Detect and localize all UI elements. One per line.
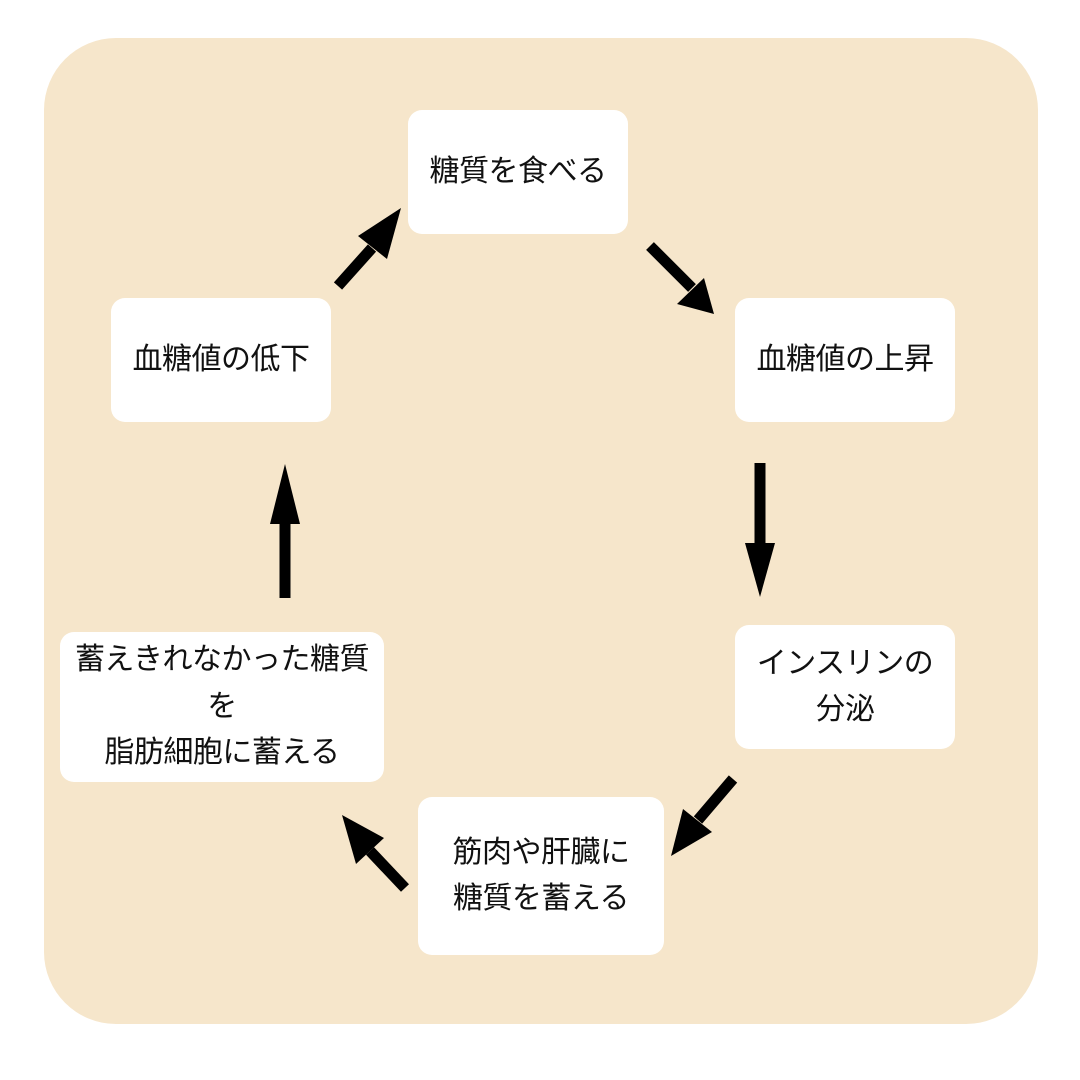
step-insulin-secretion: インスリンの分泌 (735, 625, 955, 749)
step-blood-sugar-drop-text: 血糖値の低下 (132, 341, 311, 377)
step-store-fat-cells-line-1: 蓄えきれなかった糖質を (74, 642, 370, 724)
step-insulin-secretion-text: インスリンの分泌 (756, 645, 934, 728)
step-store-fat-cells-line-2: 脂肪細胞に蓄える (104, 735, 340, 771)
step-store-muscle-liver-line-1: 筋肉や肝臓に (452, 834, 631, 870)
step-store-fat-cells: 蓄えきれなかった糖質を 脂肪細胞に蓄える (60, 632, 384, 782)
step-store-fat-cells-text: 蓄えきれなかった糖質を 脂肪細胞に蓄える (68, 637, 376, 777)
step-store-muscle-liver-text: 筋肉や肝臓に 糖質を蓄える (452, 830, 631, 923)
step-blood-sugar-rise: 血糖値の上昇 (735, 298, 955, 422)
step-blood-sugar-drop: 血糖値の低下 (111, 298, 331, 422)
step-store-muscle-liver: 筋肉や肝臓に 糖質を蓄える (418, 797, 664, 955)
step-eat-carbs: 糖質を食べる (408, 110, 628, 234)
step-eat-carbs-text: 糖質を食べる (429, 153, 608, 189)
step-store-muscle-liver-line-2: 糖質を蓄える (452, 881, 630, 916)
step-blood-sugar-rise-text: 血糖値の上昇 (756, 341, 935, 377)
